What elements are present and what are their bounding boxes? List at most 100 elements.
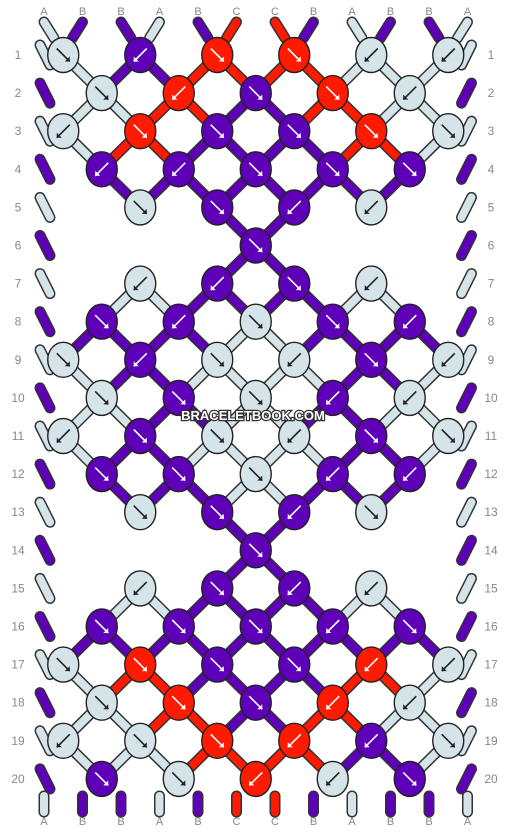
- string-segment: [36, 498, 54, 527]
- row-number-left: 20: [11, 772, 25, 786]
- knot: [162, 74, 195, 112]
- bottom-string-label: B: [387, 816, 394, 828]
- string-segment: [457, 193, 476, 222]
- knot: [124, 722, 157, 759]
- row-number-left: 12: [11, 467, 25, 481]
- knot: [278, 646, 311, 683]
- string-segment: [145, 18, 164, 42]
- knot: [124, 417, 157, 455]
- bottom-string-label: A: [464, 816, 472, 828]
- knot: [355, 341, 388, 378]
- knot: [47, 417, 80, 455]
- string-segment: [40, 18, 58, 42]
- knot: [124, 494, 157, 531]
- knot: [124, 570, 157, 607]
- string-segment: [299, 18, 318, 42]
- row-number-left: 13: [11, 505, 25, 519]
- row-number-left: 5: [15, 200, 22, 214]
- knot: [201, 570, 234, 607]
- string-segment: [68, 18, 87, 42]
- string-segment: [36, 764, 54, 793]
- row-number-right: 3: [488, 124, 495, 138]
- knot: [239, 455, 272, 493]
- string-segment: [457, 460, 476, 489]
- knot: [278, 341, 311, 378]
- row-number-right: 5: [488, 200, 495, 214]
- top-string-label: A: [40, 6, 48, 18]
- knots-layer: [47, 36, 465, 798]
- row-number-right: 15: [484, 581, 498, 595]
- string-segment: [36, 688, 54, 717]
- row-number-left: 15: [11, 581, 25, 595]
- knot: [162, 684, 195, 721]
- string-segment: [36, 383, 54, 412]
- knot: [393, 303, 426, 340]
- knot: [201, 646, 234, 683]
- knot: [316, 455, 349, 493]
- knot: [85, 303, 118, 340]
- row-number-right: 7: [488, 277, 495, 291]
- knot: [124, 112, 157, 150]
- knot: [355, 494, 388, 531]
- bottom-string-label: B: [194, 816, 201, 828]
- knot: [124, 646, 157, 683]
- string-segment: [36, 536, 54, 565]
- knot: [201, 265, 234, 302]
- knot: [239, 151, 272, 188]
- knot: [278, 112, 311, 150]
- string-segment: [457, 764, 476, 793]
- knot: [124, 341, 157, 378]
- bottom-string-label: A: [348, 816, 356, 828]
- knot: [432, 341, 465, 378]
- knot: [278, 265, 311, 302]
- row-number-right: 13: [484, 505, 498, 519]
- string-segment: [457, 612, 476, 641]
- string-segment: [117, 18, 135, 42]
- knot: [316, 608, 349, 645]
- knot: [393, 455, 426, 493]
- knot: [278, 494, 311, 531]
- row-number-left: 3: [15, 124, 22, 138]
- knot: [201, 722, 234, 759]
- bottom-string-label: B: [310, 816, 317, 828]
- row-number-left: 18: [11, 696, 25, 710]
- knot: [432, 36, 465, 74]
- string-segment: [36, 231, 54, 260]
- string-segment: [376, 18, 395, 42]
- knot: [85, 760, 118, 798]
- knot: [316, 379, 349, 417]
- knot: [201, 341, 234, 378]
- knot: [239, 74, 272, 112]
- bottom-string-label: A: [40, 816, 48, 828]
- top-string-label: A: [156, 6, 164, 18]
- string-segment: [36, 269, 54, 298]
- top-string-label: B: [310, 6, 317, 18]
- row-number-left: 10: [11, 391, 25, 405]
- row-number-left: 17: [11, 658, 25, 672]
- bottom-string-label: B: [425, 816, 432, 828]
- knot: [47, 722, 80, 759]
- knot: [316, 74, 349, 112]
- knot: [47, 36, 80, 74]
- knot: [355, 417, 388, 455]
- knot: [393, 684, 426, 721]
- knot: [85, 379, 118, 417]
- knot: [278, 570, 311, 607]
- knot: [316, 684, 349, 721]
- knot: [316, 151, 349, 188]
- string-segment: [36, 307, 54, 336]
- knot: [355, 265, 388, 302]
- knot: [162, 608, 195, 645]
- knot: [278, 189, 311, 226]
- row-number-right: 17: [484, 658, 498, 672]
- knot: [278, 417, 311, 455]
- knot: [393, 760, 426, 798]
- string-segment: [457, 574, 476, 603]
- top-string-label: A: [464, 6, 472, 18]
- string-segment: [457, 536, 476, 565]
- knot: [162, 455, 195, 493]
- string-segment: [36, 574, 54, 603]
- knot: [162, 303, 195, 340]
